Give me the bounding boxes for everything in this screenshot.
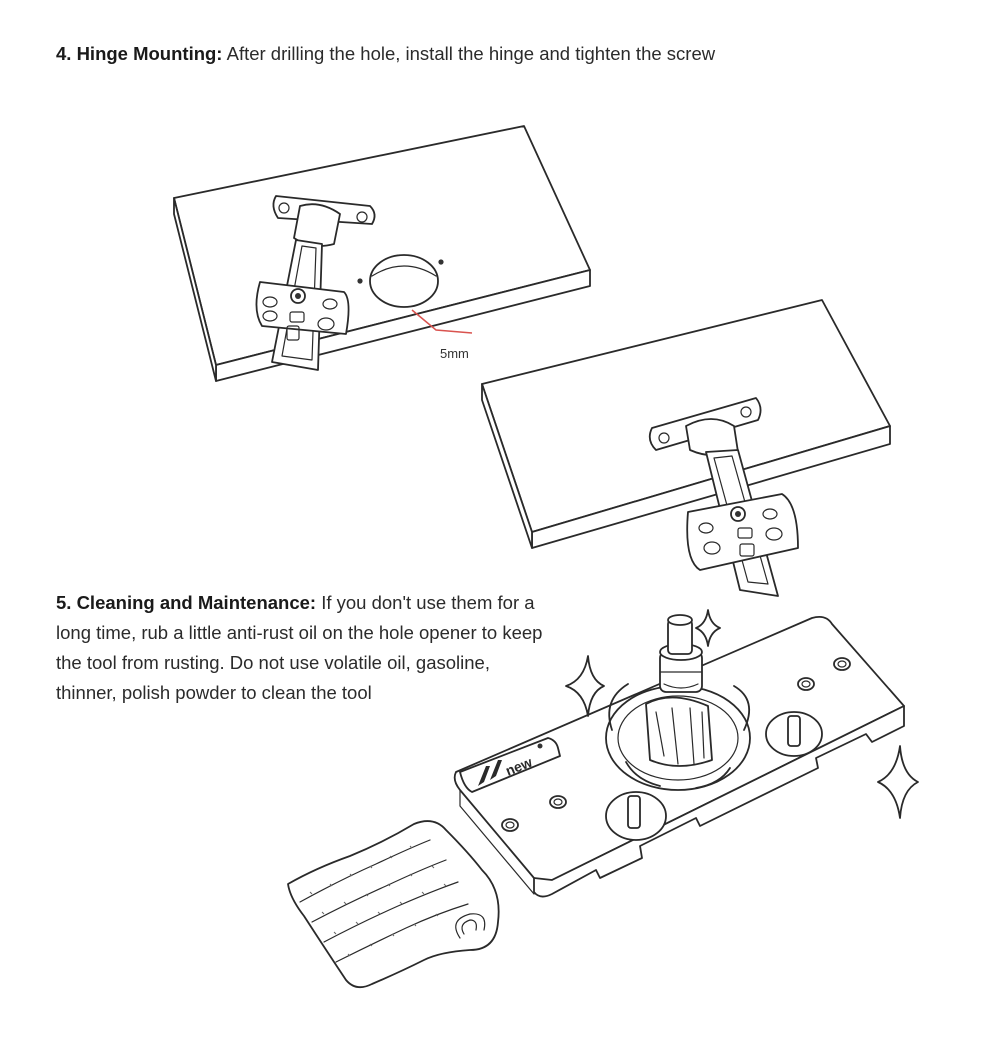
sparkle-icon — [565, 655, 605, 717]
step-4-heading: 4. Hinge Mounting: — [56, 43, 223, 64]
sparkle-icon — [877, 745, 919, 819]
sparkle-icon — [695, 609, 721, 647]
step-5-heading: 5. Cleaning and Maintenance: — [56, 592, 317, 613]
step-4-instruction: 4. Hinge Mounting: After drilling the ho… — [56, 39, 956, 69]
step-5-instruction: 5. Cleaning and Maintenance: If you don'… — [56, 588, 546, 708]
step-4-body: After drilling the hole, install the hin… — [222, 43, 716, 64]
step-5-body: If you don't use them for a long time, r… — [56, 592, 543, 703]
board-with-mounted-hinge-illustration — [481, 299, 891, 597]
board-with-drilled-hole-illustration: 5mm — [173, 125, 591, 382]
hole-opener-tool-illustration: new — [453, 614, 905, 898]
cleaning-cloth-illustration — [287, 820, 500, 989]
dimension-label: 5mm — [440, 346, 469, 361]
